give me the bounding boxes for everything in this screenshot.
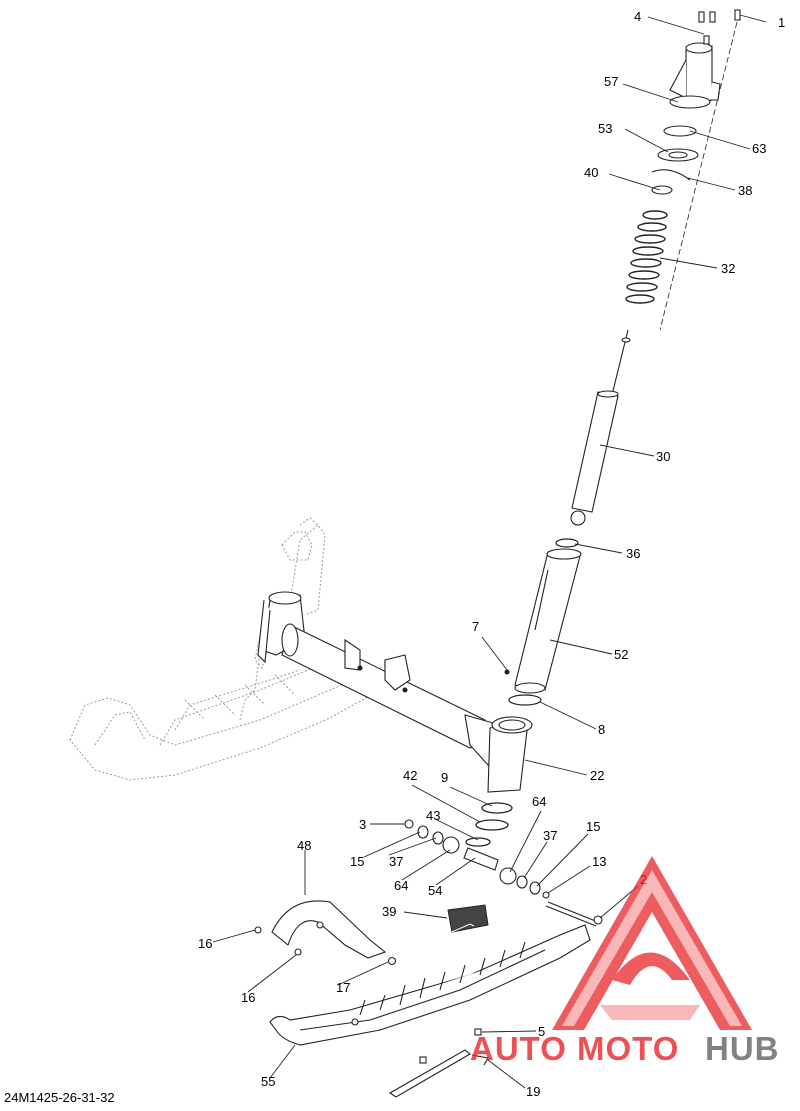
- callout-16b: 16: [241, 990, 255, 1005]
- callout-15a: 15: [586, 819, 600, 834]
- callout-37b: 37: [389, 854, 403, 869]
- ski-runner: [388, 1028, 489, 1098]
- pivot-bolt-assembly: [404, 819, 603, 927]
- callout-42: 42: [403, 768, 417, 783]
- ski-pad: [447, 904, 489, 933]
- lower-rings: [465, 802, 513, 847]
- spindle-housing: [487, 716, 533, 793]
- callout-1: 1: [778, 15, 785, 30]
- callout-38: 38: [738, 183, 752, 198]
- coil-spring: [625, 210, 668, 304]
- callout-63: 63: [752, 141, 766, 156]
- callout-64a: 64: [532, 794, 546, 809]
- callout-9: 9: [441, 770, 448, 785]
- shock-absorber: [570, 329, 631, 526]
- callout-13: 13: [592, 854, 606, 869]
- callout-57: 57: [604, 74, 618, 89]
- callout-39: 39: [382, 904, 396, 919]
- callout-8: 8: [598, 722, 605, 737]
- ring-36: [555, 538, 579, 548]
- callout-40: 40: [584, 165, 598, 180]
- callout-5: 5: [538, 1024, 545, 1039]
- watermark-text-auto: AUTO: [470, 1030, 567, 1067]
- callout-32: 32: [721, 261, 735, 276]
- ring-8: [508, 694, 542, 706]
- watermark-triangle: [552, 856, 752, 1030]
- callout-7: 7: [472, 619, 479, 634]
- callout-43: 43: [426, 808, 440, 823]
- callout-30: 30: [656, 449, 670, 464]
- watermark-text-hub: HUB: [705, 1030, 780, 1067]
- ski-handle: [254, 900, 397, 966]
- callout-4: 4: [634, 9, 641, 24]
- callout-labels: 1 4 57 53 63 40 38 32 30 36 7 52 8 22 42…: [198, 9, 785, 1099]
- top-mount-cap: [669, 9, 741, 109]
- grease-fitting-7: [504, 669, 510, 675]
- callout-54: 54: [428, 883, 442, 898]
- callout-17: 17: [336, 980, 350, 995]
- leader-lines: [212, 14, 767, 1089]
- callout-55: 55: [261, 1074, 275, 1089]
- callout-16a: 16: [198, 936, 212, 951]
- watermark-text-moto: MOTO: [577, 1030, 679, 1067]
- watermark-logo: [552, 856, 752, 1030]
- callout-37a: 37: [543, 828, 557, 843]
- callout-36: 36: [626, 546, 640, 561]
- callout-52: 52: [614, 647, 628, 662]
- callout-3: 3: [359, 817, 366, 832]
- callout-48: 48: [297, 838, 311, 853]
- callout-53: 53: [598, 121, 612, 136]
- ski: [269, 924, 591, 1046]
- suspension-arm: [257, 591, 506, 766]
- shock-sleeve: [514, 548, 582, 694]
- diagram-reference-code: 24M1425-26-31-32: [4, 1090, 115, 1105]
- callout-19: 19: [526, 1084, 540, 1099]
- center-axis-upper: [659, 21, 738, 331]
- callout-22: 22: [590, 768, 604, 783]
- callout-15b: 15: [350, 854, 364, 869]
- upper-plates: [651, 125, 699, 195]
- callout-64b: 64: [394, 878, 408, 893]
